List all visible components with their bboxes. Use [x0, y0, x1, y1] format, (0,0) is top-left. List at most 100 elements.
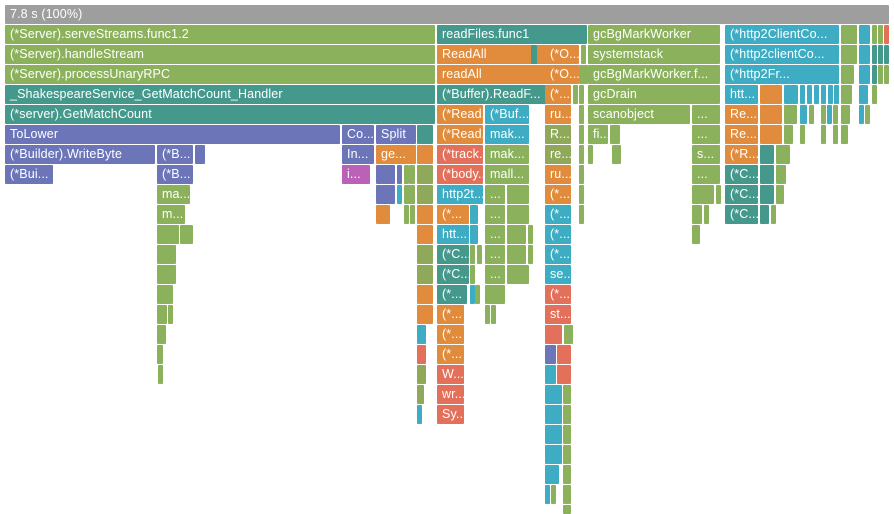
flamegraph-frame[interactable] [157, 285, 173, 304]
flamegraph-frame[interactable] [581, 45, 586, 64]
flamegraph-frame[interactable] [409, 165, 415, 184]
flamegraph-frame[interactable] [157, 345, 163, 364]
flamegraph-frame[interactable]: wr... [437, 385, 464, 404]
flamegraph-frame[interactable] [491, 305, 496, 324]
flamegraph-frame[interactable] [410, 205, 415, 224]
flamegraph-frame[interactable] [784, 145, 790, 164]
flamegraph-frame[interactable] [872, 65, 877, 84]
flamegraph-frame[interactable] [477, 245, 482, 264]
flamegraph-frame[interactable] [417, 405, 422, 424]
flamegraph-frame[interactable] [800, 85, 805, 104]
flamegraph-frame[interactable] [800, 105, 807, 124]
flamegraph-frame[interactable] [157, 325, 166, 344]
flamegraph-root-frame[interactable]: 7.8 s (100%) [5, 5, 889, 24]
flamegraph-frame[interactable] [610, 125, 620, 144]
flamegraph-frame[interactable]: _ShakespeareService_GetMatchCount_Handle… [5, 85, 435, 104]
flamegraph-frame[interactable]: mak... [485, 125, 529, 144]
flamegraph-frame[interactable]: ma... [157, 185, 190, 204]
flamegraph-frame[interactable] [551, 485, 556, 504]
flamegraph-frame[interactable] [404, 165, 409, 184]
flamegraph-frame[interactable]: re... [545, 145, 571, 164]
flamegraph-frame[interactable]: (*B... [157, 145, 193, 164]
flamegraph-frame[interactable]: (*Bui... [5, 165, 53, 184]
flamegraph-frame[interactable] [760, 165, 774, 184]
flamegraph-frame[interactable]: (*... [545, 225, 571, 244]
flamegraph-frame[interactable] [545, 425, 562, 444]
flamegraph-frame[interactable] [417, 225, 433, 244]
flamegraph-frame[interactable] [180, 225, 185, 244]
flamegraph-frame[interactable] [776, 145, 786, 164]
flamegraph-frame[interactable]: se... [545, 265, 571, 284]
flamegraph-frame[interactable] [404, 185, 415, 204]
flamegraph-frame[interactable] [828, 85, 833, 104]
flamegraph-frame[interactable] [397, 165, 402, 184]
flamegraph-frame[interactable] [417, 345, 426, 364]
flamegraph-frame[interactable] [195, 145, 205, 164]
flamegraph-frame[interactable] [485, 305, 490, 324]
flamegraph-frame[interactable] [545, 445, 562, 464]
flamegraph-frame[interactable] [573, 85, 578, 104]
flamegraph-frame[interactable]: ... [692, 125, 720, 144]
flamegraph-frame[interactable]: (*Server).handleStream [5, 45, 435, 64]
flamegraph-frame[interactable] [579, 65, 584, 84]
flamegraph-frame[interactable] [784, 125, 793, 144]
flamegraph-frame[interactable] [841, 25, 857, 44]
flamegraph-frame[interactable] [760, 205, 769, 224]
flamegraph-frame[interactable]: Co... [342, 125, 374, 144]
flamegraph-frame[interactable]: Re... [725, 105, 758, 124]
flamegraph-frame[interactable] [821, 65, 838, 84]
flamegraph-frame[interactable]: m... [157, 205, 185, 224]
flamegraph-frame[interactable] [545, 365, 556, 384]
flamegraph-frame[interactable] [878, 25, 883, 44]
flamegraph-frame[interactable]: ... [485, 205, 505, 224]
flamegraph-frame[interactable]: Sy... [437, 405, 464, 424]
flamegraph-frame[interactable] [545, 325, 562, 344]
flamegraph-frame[interactable] [470, 265, 475, 284]
flamegraph-frame[interactable]: (*Builder).WriteByte [5, 145, 155, 164]
flamegraph-frame[interactable] [579, 165, 584, 184]
flamegraph-frame[interactable]: ru... [545, 165, 571, 184]
flamegraph-frame[interactable]: st... [545, 305, 571, 324]
flamegraph-frame[interactable]: (*http2clientCo... [725, 45, 839, 64]
flamegraph-frame[interactable] [507, 245, 526, 264]
flamegraph-frame[interactable] [417, 165, 433, 184]
flamegraph-frame[interactable]: (*Buf... [485, 105, 529, 124]
flamegraph-frame[interactable]: (*... [437, 325, 464, 344]
flamegraph-frame[interactable] [821, 85, 826, 104]
flamegraph-frame[interactable]: (*O... [545, 45, 579, 64]
flamegraph-frame[interactable] [563, 405, 571, 424]
flamegraph-frame[interactable]: htt... [725, 85, 758, 104]
flamegraph-frame[interactable]: (*... [545, 185, 571, 204]
flamegraph-frame[interactable]: s... [692, 145, 720, 164]
flamegraph-frame[interactable] [760, 185, 774, 204]
flamegraph-frame[interactable]: (*http2ClientCo... [725, 25, 839, 44]
flamegraph-frame[interactable] [771, 205, 776, 224]
flamegraph-frame[interactable]: (*Buffer).ReadF... [437, 85, 547, 104]
flamegraph-frame[interactable] [841, 125, 848, 144]
flamegraph-frame[interactable] [841, 85, 852, 104]
flamegraph-frame[interactable] [859, 85, 868, 104]
flamegraph-frame[interactable] [827, 105, 832, 124]
flamegraph-frame[interactable] [531, 45, 537, 64]
flamegraph-frame[interactable]: (*... [437, 345, 464, 364]
flamegraph-frame[interactable]: ge... [376, 145, 416, 164]
flamegraph-frame[interactable] [507, 205, 529, 224]
flamegraph-frame[interactable]: ToLower [5, 125, 340, 144]
flamegraph-frame[interactable] [716, 185, 721, 204]
flamegraph-frame[interactable] [692, 185, 714, 204]
flamegraph-frame[interactable]: gcBgMarkWorker.f... [588, 65, 720, 84]
flamegraph-frame[interactable] [528, 245, 533, 264]
flamegraph-frame[interactable] [809, 105, 814, 124]
flamegraph-frame[interactable]: (*C... [437, 265, 469, 284]
flamegraph-frame[interactable]: (*... [545, 245, 571, 264]
flamegraph-frame[interactable]: Split [376, 125, 416, 144]
flamegraph-frame[interactable] [579, 205, 584, 224]
flamegraph-frame[interactable] [417, 385, 424, 404]
flamegraph-frame[interactable] [157, 305, 167, 324]
flamegraph-frame[interactable] [616, 145, 621, 164]
flamegraph-frame[interactable]: R... [545, 125, 571, 144]
flamegraph-frame[interactable]: ... [485, 245, 505, 264]
flamegraph-frame[interactable]: ... [485, 185, 505, 204]
flamegraph-frame[interactable] [884, 65, 889, 84]
flamegraph-frame[interactable]: ru... [545, 105, 571, 124]
